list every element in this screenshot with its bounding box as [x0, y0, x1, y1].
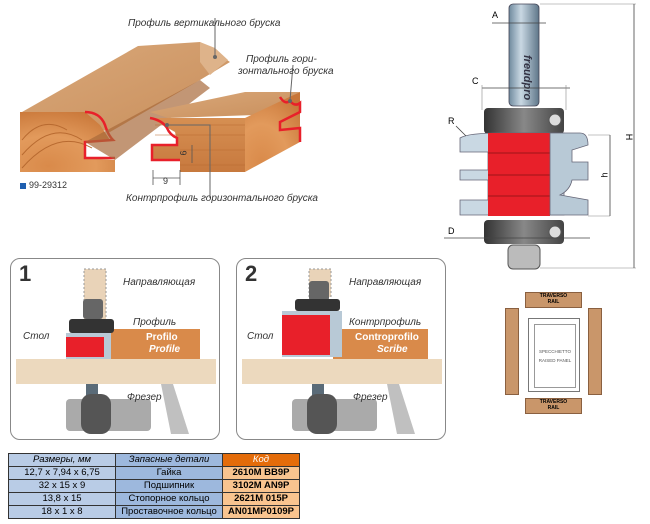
label-counter-profile: Контрпрофиль горизонтального бруска: [126, 193, 318, 204]
label-horizontal-profile-1: Профиль гори-: [246, 54, 317, 65]
dim-label-h-total: H: [624, 133, 635, 141]
header-dimensions: Размеры, мм: [8, 453, 116, 467]
header-code: Код: [222, 453, 300, 467]
step-1-label-guide: Направляющая: [123, 277, 196, 288]
table-row: 12,7 x 7,94 x 6,75 Гайка 2610M BB9P: [8, 466, 300, 480]
article-marker-icon: [20, 183, 26, 189]
panel-label-2: RAISED PANEL: [538, 358, 572, 363]
table-header-row: Размеры, мм Запасные детали Код: [8, 453, 300, 467]
label-vertical-profile: Профиль вертикального бруска: [128, 18, 281, 29]
router-bit-diagram: freudpro A C R h H D: [430, 0, 650, 280]
joint-illustration: [20, 18, 302, 198]
step-2-label-counter-profile: Контрпрофиль: [349, 317, 422, 328]
article-code: 99-29312: [29, 180, 68, 190]
step-2-panel: 2 Направляющая Контрпрофиль Controprofil…: [236, 258, 446, 440]
table-row: 13,8 x 15 Стопорное кольцо 2621M 015P: [8, 492, 300, 506]
table-row: 32 x 15 x 9 Подшипник 3102M AN9P: [8, 479, 300, 493]
dim-label-a: A: [492, 10, 499, 20]
table-row: 18 x 1 x 8 Проставочное кольцо AN01MP010…: [8, 505, 300, 519]
dim-label-h-small: h: [599, 172, 610, 178]
step-1-label-router: Фрезер: [127, 392, 162, 403]
step-1-panel: 1 Направляющая Профиль Profilo Profile С…: [10, 258, 220, 440]
brand-logo: freudpro: [521, 55, 533, 101]
step-2-board-text-1: Controprofilo: [355, 332, 419, 343]
joint-profile-diagram: Профиль вертикального бруска Профиль гор…: [0, 0, 334, 220]
step-1-label-profile: Профиль: [133, 317, 177, 328]
step-1-board-text-1: Profilo: [146, 332, 178, 343]
step-2-illustration: [242, 268, 442, 434]
step-2-board-text-2: Scribe: [377, 344, 408, 355]
router-bit-illustration: freudpro: [444, 3, 636, 270]
spare-parts-table: Размеры, мм Запасные детали Код 12,7 x 7…: [8, 453, 300, 519]
step-2-label-table: Стол: [247, 331, 274, 342]
header-parts: Запасные детали: [115, 453, 223, 467]
step-1-board-text-2: Profile: [149, 344, 181, 355]
dimension-depth: 6: [178, 150, 189, 156]
dim-label-d: D: [448, 226, 455, 236]
dimension-width: 9: [163, 176, 169, 186]
label-horizontal-profile-2: зонтального бруска: [238, 66, 334, 77]
panel-label-1: SPECCHIETTO: [539, 349, 571, 354]
step-1-label-table: Стол: [23, 331, 50, 342]
step-2-number: 2: [245, 261, 258, 286]
step-2-label-router: Фрезер: [353, 392, 388, 403]
step-1-number: 1: [19, 261, 32, 286]
right-stile: [588, 308, 602, 395]
dim-label-r: R: [448, 116, 455, 126]
step-2-label-guide: Направляющая: [349, 277, 422, 288]
step-1-illustration: [16, 268, 216, 434]
raised-panel: SPECCHIETTO RAISED PANEL: [528, 318, 580, 392]
dim-label-c: C: [472, 76, 479, 86]
left-stile: [505, 308, 519, 395]
